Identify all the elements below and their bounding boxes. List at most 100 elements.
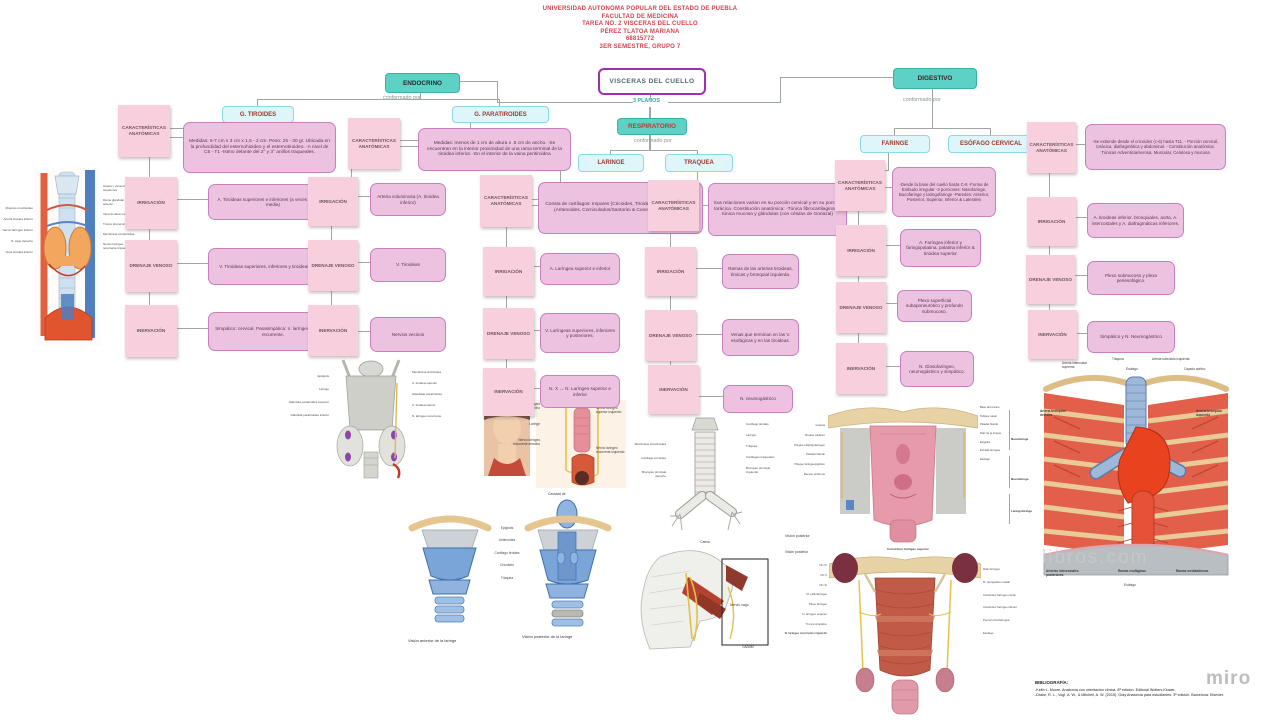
connector-line [331,287,332,306]
parathyroid-graphic [336,359,406,479]
note-inervacion-traquea[interactable]: N. neumogástrico [723,385,793,413]
connector-line [149,225,150,241]
image-label: Tráquea [1112,357,1124,361]
sticky-caracteristicas-tiroides[interactable]: CARACTERÍSTICAS ANATÓMICAS [118,105,170,157]
sticky-caracteristicas-traquea[interactable]: CARACTERÍSTICAS ANATÓMICAS [648,180,699,231]
connector-line [1009,410,1010,450]
note-drenaje-paratiroides[interactable]: V. Tiroideas [370,248,446,282]
node-faringe[interactable]: FARINGE [860,135,930,153]
image-label: Cartílagos traqueales [746,455,775,460]
note-irrigacion-laringe[interactable]: A. Laríngea superior e inferior [540,253,620,285]
note-irrigacion-traquea[interactable]: Ramas de las arterias tiroideas, tímicas… [722,254,799,289]
thorax-esophagus-illustration[interactable]: Arteria intercostal suprema Tráquea Esóf… [1040,357,1232,590]
sticky-irrigacion-faringe[interactable]: IRRIGACIÓN [836,225,886,276]
node-g-tiroides[interactable]: G. TIROIDES [222,106,294,123]
note-drenaje-esofago[interactable]: Plexo submucoso y plexo periesofágico. [1087,261,1175,295]
sticky-drenaje-paratiroides[interactable]: DRENAJE VENOSO [308,240,358,291]
note-irrigacion-paratiroides[interactable]: Arteria voluminosa (A. tiroidea inferior… [370,183,446,216]
node-digestivo[interactable]: DIGESTIVO [893,68,977,89]
image-label: N. laríngeo superior [802,611,827,616]
sticky-inervacion-faringe[interactable]: INERVACIÓN [836,343,886,394]
image-label: Ramas esofágicas [1118,569,1146,573]
connector-line [649,133,651,150]
image-label: Receso piriforme [803,471,825,476]
image-label: Tronco simpático [805,621,827,626]
connector-line [528,205,539,206]
node-traquea[interactable]: TRAQUEA [665,154,733,172]
bibliography[interactable]: BIBLIOGRAFÍA: -Keith L. Moore. Anatomía … [1035,680,1275,698]
sticky-inervacion-tiroides[interactable]: INERVACIÓN [125,305,177,357]
node-respiratorio[interactable]: RESPIRATORIO [617,118,687,135]
node-endocrino[interactable]: ENDOCRINO [385,73,460,93]
thyroid-vasculature-illustration[interactable]: Músculo omohioideo Arteria tiroidea infe… [0,168,135,348]
connector-line [351,165,352,178]
parathyroid-posterior-illustration[interactable]: Epiglotis Laringe Glándula paratiroides … [283,358,458,480]
sticky-drenaje-esofago[interactable]: DRENAJE VENOSO [1026,255,1075,304]
image-label: Rama glandular anterior [103,198,125,207]
sticky-inervacion-laringe[interactable]: INERVACIÓN [483,368,534,416]
larynx-anterior-graphic [408,515,492,623]
image-label: Rodete tubárico [805,432,825,437]
image-label-nervio-vago: Nervio vago [730,603,749,607]
note-irrigacion-faringe[interactable]: A. Faríngea inferior y faringopalatina, … [900,229,981,267]
larynx-views-illustration[interactable]: Epiglotis Aritenoides Cartílago tiroides… [398,492,633,650]
connector-line [692,334,723,335]
sticky-drenaje-traquea[interactable]: DRENAJE VENOSO [645,310,696,361]
connector-line [695,396,724,397]
image-label: Glándula paratiroides superior [288,400,329,405]
note-caracteristicas-faringe[interactable]: -Desde la base del cuello hasta C-6 -For… [892,167,996,217]
image-label: Tráquea [500,575,514,580]
neck-lateral-illustration[interactable]: Nervio vago ©ADAM [630,547,772,657]
note-inervacion-laringe[interactable]: N. X → N. Laríngeo superior e inferior [540,375,620,408]
note-caracteristicas-tiroides[interactable]: Medidas: 6-7 cm x 3 cm x 1,5 - 2 cm. Pes… [183,122,336,173]
note-inervacion-faringe[interactable]: N. Glosofaríngeo, neumogástrico y simpát… [900,351,974,387]
node-g-paratiroides[interactable]: G. PARATIROIDES [452,106,549,123]
pharynx-interior-illustration[interactable]: Coanas Rodete tubárico Pliegue salpingof… [783,402,1032,545]
note-inervacion-esofago[interactable]: Simpático y N. Neumogástrico [1087,321,1175,353]
bibliography-entry: -Drake, R. L., Vogl, A. W., & Mitchell, … [1035,692,1224,697]
sticky-irrigacion-laringe[interactable]: IRRIGACIÓN [483,247,534,296]
sticky-irrigacion-paratiroides[interactable]: IRRIGACIÓN [308,177,358,226]
sticky-drenaje-tiroides[interactable]: DRENAJE VENOSO [125,240,177,292]
note-caracteristicas-esofago[interactable]: -Se extiende desde el cricoides (c-6) ha… [1085,124,1226,170]
connector-line [530,388,541,389]
note-drenaje-faringe[interactable]: Plexo superficial subaponeurótico y prof… [897,290,972,322]
sticky-caracteristicas-laringe[interactable]: CARACTERÍSTICAS ANATÓMICAS [480,175,532,227]
sticky-caracteristicas-esofago[interactable]: CARACTERÍSTICAS ANATÓMICAS [1027,122,1076,173]
note-caracteristicas-traquea[interactable]: Sus relaciones varían en su porción cerv… [708,183,847,236]
image-label: NC IX [819,563,827,567]
trachea-bronchi-illustration[interactable]: Membrana cricotiroidea Cartílago cricoid… [632,416,782,548]
sticky-drenaje-laringe[interactable]: DRENAJE VENOSO [483,308,534,359]
note-drenaje-traquea[interactable]: Venas que terminan en las V. esofágicas … [722,319,799,356]
image-label: Epiglotis [500,526,514,530]
image-label: Constrictor faríngeo superior [887,547,929,551]
sticky-inervacion-paratiroides[interactable]: INERVACIÓN [308,305,358,356]
sticky-drenaje-faringe[interactable]: DRENAJE VENOSO [836,282,886,333]
note-irrigacion-esofago[interactable]: A. tiroideas inferior, bronquiales, aort… [1087,203,1184,238]
connector-line [1071,275,1088,276]
sticky-caracteristicas-faringe[interactable]: CARACTERÍSTICAS ANATÓMICAS [835,160,885,211]
connector-line [499,99,500,107]
sticky-irrigacion-traquea[interactable]: IRRIGACIÓN [645,247,696,296]
sticky-inervacion-esofago[interactable]: INERVACIÓN [1028,310,1077,359]
pharynx-muscles-illustration[interactable]: Visión posterior Constrictor faríngeo su… [783,547,1031,718]
assignment-header[interactable]: UNIVERSIDAD AUTONOMA POPULAR DEL ESTADO … [390,6,890,52]
connector-line [257,99,500,100]
sticky-irrigacion-tiroides[interactable]: IRRIGACIÓN [125,177,177,229]
note-caracteristicas-paratiroides[interactable]: Medidas: menos de 1 cm de altura x .5 cm… [418,128,571,171]
image-label: Tráquea [746,444,758,449]
laryngeal-nerves-graphic [536,400,626,488]
node-visceras-del-cuello[interactable]: VISCERAS DEL CUELLO [598,68,706,95]
header-university: UNIVERSIDAD AUTONOMA POPULAR DEL ESTADO … [542,6,738,12]
note-drenaje-laringe[interactable]: V. Laríngeas superiores, inferiores y po… [540,313,620,353]
sticky-inervacion-traquea[interactable]: INERVACIÓN [648,365,699,414]
node-laringe[interactable]: LARINGE [578,154,644,172]
note-inervacion-paratiroides[interactable]: Nervios vecinos [370,317,446,352]
sticky-irrigacion-esofago[interactable]: IRRIGACIÓN [1027,197,1076,246]
laryngeal-nerves-illustration[interactable]: Nervio laríngeo superior derecho Laringe… [478,398,630,490]
node-esofago-cervical[interactable]: ESÓFAGO CERVICAL [948,135,1034,153]
caption-posterior-larynx: Visión posterior de la laringe [522,634,573,639]
sticky-caracteristicas-paratiroides[interactable]: CARACTERÍSTICAS ANATÓMICAS [348,118,400,169]
header-id: 68815772 [625,36,655,43]
header-semester: 3ER SEMESTRE, GRUPO 7 [599,43,681,50]
